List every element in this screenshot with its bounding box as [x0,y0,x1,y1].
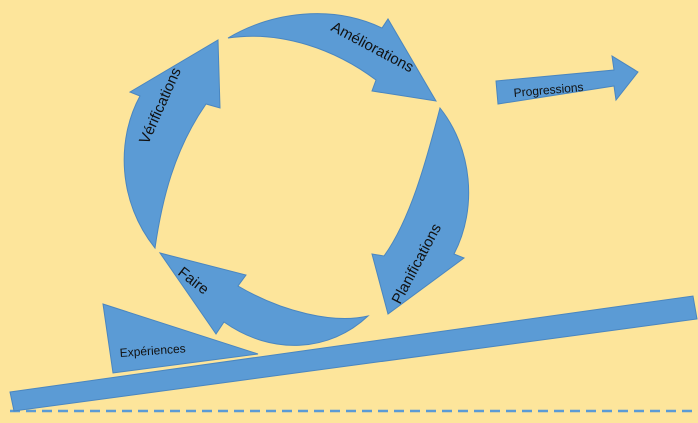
planifications-arrow [371,106,470,315]
progress-ramp [9,295,698,412]
experiences-label: Expériences [119,341,186,360]
faire-arrow [158,252,370,346]
ameliorations-arrow [227,13,437,102]
experiences-wedge [102,303,259,374]
verifications-arrow [123,39,221,250]
progressions-arrow [495,55,639,105]
progressions-label: Progressions [513,80,584,100]
